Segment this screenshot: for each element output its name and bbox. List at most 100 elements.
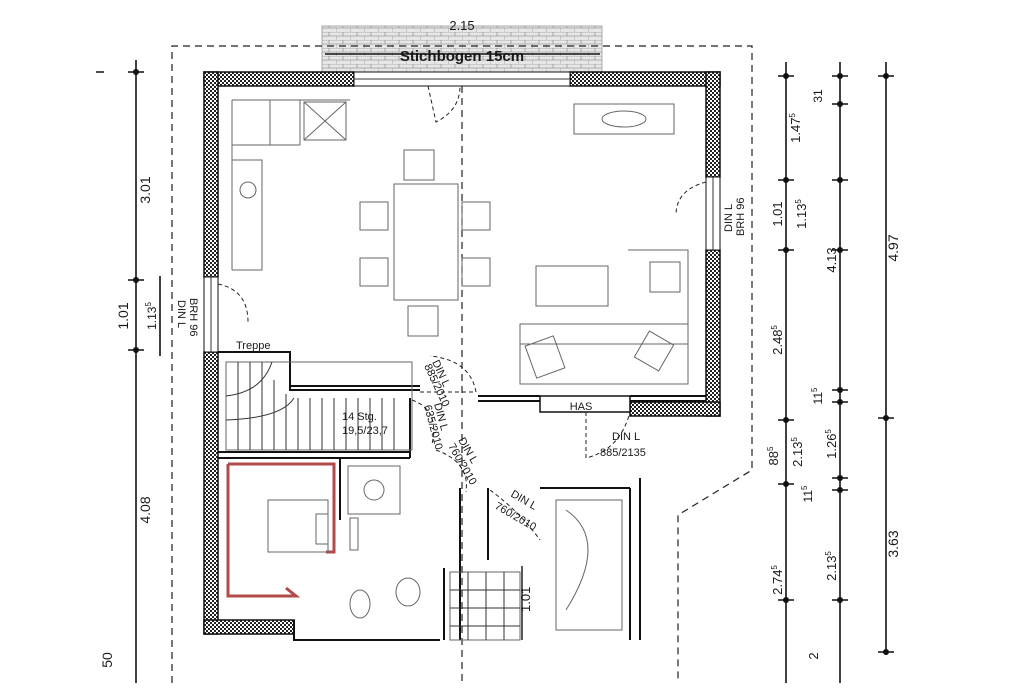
door-entry-type: DIN L <box>612 431 640 443</box>
wall-bottom-left <box>203 619 295 635</box>
dim-left-1-13: 1.135 <box>144 302 159 330</box>
dim-right-1-13: 1.135 <box>794 199 809 229</box>
dim-right-88: 885 <box>766 446 781 465</box>
staircase: Treppe 14 Stg. 19,5/23,7 <box>225 340 413 451</box>
stair-steps: 14 Stg. <box>342 411 377 423</box>
dining-chair-top <box>403 149 435 181</box>
door-entry-size: 885/2135 <box>600 447 646 459</box>
kitchen-appliance-cross <box>303 101 347 141</box>
dining-chair-left-2 <box>359 257 389 287</box>
dims-right: 1.01 2.485 885 2.745 31 1.475 1.135 4.13… <box>766 62 901 683</box>
wall-top-left <box>203 71 355 87</box>
bathtub-highlight <box>226 462 336 598</box>
exterior-walls <box>203 71 721 635</box>
dim-right-2-13-a: 2.135 <box>790 437 805 467</box>
towel-rail <box>349 517 359 551</box>
washbasin <box>395 577 421 607</box>
has-label: HAS <box>570 401 593 413</box>
door-living-swing <box>420 355 477 393</box>
dim-right-1-01: 1.01 <box>770 201 785 226</box>
shower-drain <box>363 479 385 501</box>
dim-left-1-01: 1.01 <box>115 302 131 329</box>
door-entry-swing <box>585 411 631 459</box>
dining-table <box>393 183 459 301</box>
sofa-cushion-1 <box>524 335 566 379</box>
wall-top-right <box>569 71 721 87</box>
stair-winder <box>225 361 295 421</box>
shower-tray <box>347 465 401 515</box>
dining-chair-right-1 <box>461 201 491 231</box>
dims-left: 3.01 1.01 1.135 4.08 50 <box>96 60 161 683</box>
wall-left-upper <box>203 71 219 278</box>
coffee-table <box>535 265 609 307</box>
wall-right-lower <box>705 249 721 417</box>
dim-right-2-74: 2.745 <box>770 565 785 595</box>
right-window-brh: BRH 96 <box>735 197 747 236</box>
wall-right-upper <box>705 71 721 178</box>
top-window <box>353 71 571 87</box>
storage-grid <box>449 571 521 641</box>
dim-left-3-01: 3.01 <box>137 176 153 203</box>
stair-outline <box>225 361 413 451</box>
right-window-type: DIN L <box>723 204 735 232</box>
has-box <box>539 395 631 413</box>
room-curve <box>565 509 589 611</box>
dim-left-50: 50 <box>99 652 115 668</box>
kitchen <box>231 99 350 271</box>
kitchen-side-counter <box>232 159 263 271</box>
inner-dim: 1.01 <box>518 587 533 612</box>
top-dimension: 2.15 <box>449 18 474 33</box>
tv-icon-shape <box>601 110 647 128</box>
plot-boundary <box>171 45 753 683</box>
dim-right-2: 2 <box>806 652 821 659</box>
bottom-room: 1.01 <box>449 499 623 641</box>
dim-right-4-97: 4.97 <box>885 234 901 261</box>
dim-right-1-26: 1.265 <box>824 429 839 459</box>
right-window-swing <box>675 181 707 216</box>
doors: DIN L 885/2010 DIN L 885/2135 DIN L 635/… <box>411 85 646 541</box>
lintel-area: 2.15 Stichbogen 15cm <box>321 18 603 79</box>
dining-area <box>359 149 491 337</box>
bed-or-shower <box>555 499 623 631</box>
armchair <box>649 261 681 293</box>
wall-left-lower <box>203 351 219 635</box>
dim-left-node-1 <box>133 69 139 75</box>
toilet <box>349 589 371 619</box>
dim-right-4-13: 4.13 <box>824 247 839 272</box>
dim-right-31: 31 <box>811 89 825 103</box>
stair-ratio: 19,5/23,7 <box>342 425 388 437</box>
dim-left-4-08: 4.08 <box>137 496 153 523</box>
dim-r2-ticks <box>832 75 848 601</box>
wall-right-step <box>629 401 721 417</box>
dining-chair-right-2 <box>461 257 491 287</box>
lintel-label: Stichbogen 15cm <box>400 48 524 65</box>
sofa <box>519 249 689 385</box>
kitchen-sink <box>239 181 257 199</box>
dining-chair-left-1 <box>359 201 389 231</box>
dim-right-1-47: 1.475 <box>788 113 803 143</box>
sofa-cushion-2 <box>633 330 675 372</box>
right-window: DIN L BRH 96 <box>675 176 747 251</box>
kitchen-counter <box>231 99 350 270</box>
dim-right-11-a: 115 <box>810 387 825 404</box>
living-room <box>519 103 689 385</box>
shower-tap <box>315 513 329 545</box>
left-window: DIN L BRH 96 <box>175 276 249 353</box>
door-top-swing <box>427 85 461 123</box>
lintel-brick <box>321 25 603 79</box>
wall-room-right <box>629 478 641 640</box>
dim-right-3-63: 3.63 <box>885 530 901 557</box>
wall-bottom-inner <box>293 620 440 641</box>
left-window-swing <box>217 283 249 323</box>
dim-right-2-13-b: 2.135 <box>824 551 839 581</box>
stair-treads <box>237 362 395 450</box>
dim-r1-ticks <box>778 75 794 601</box>
bathroom <box>226 462 421 619</box>
tv-sideboard <box>573 103 675 135</box>
wall-stair-top <box>218 351 420 391</box>
dim-left-node-3 <box>133 347 139 353</box>
door-bath-swing <box>435 449 467 493</box>
dim-left-node-2 <box>133 277 139 283</box>
